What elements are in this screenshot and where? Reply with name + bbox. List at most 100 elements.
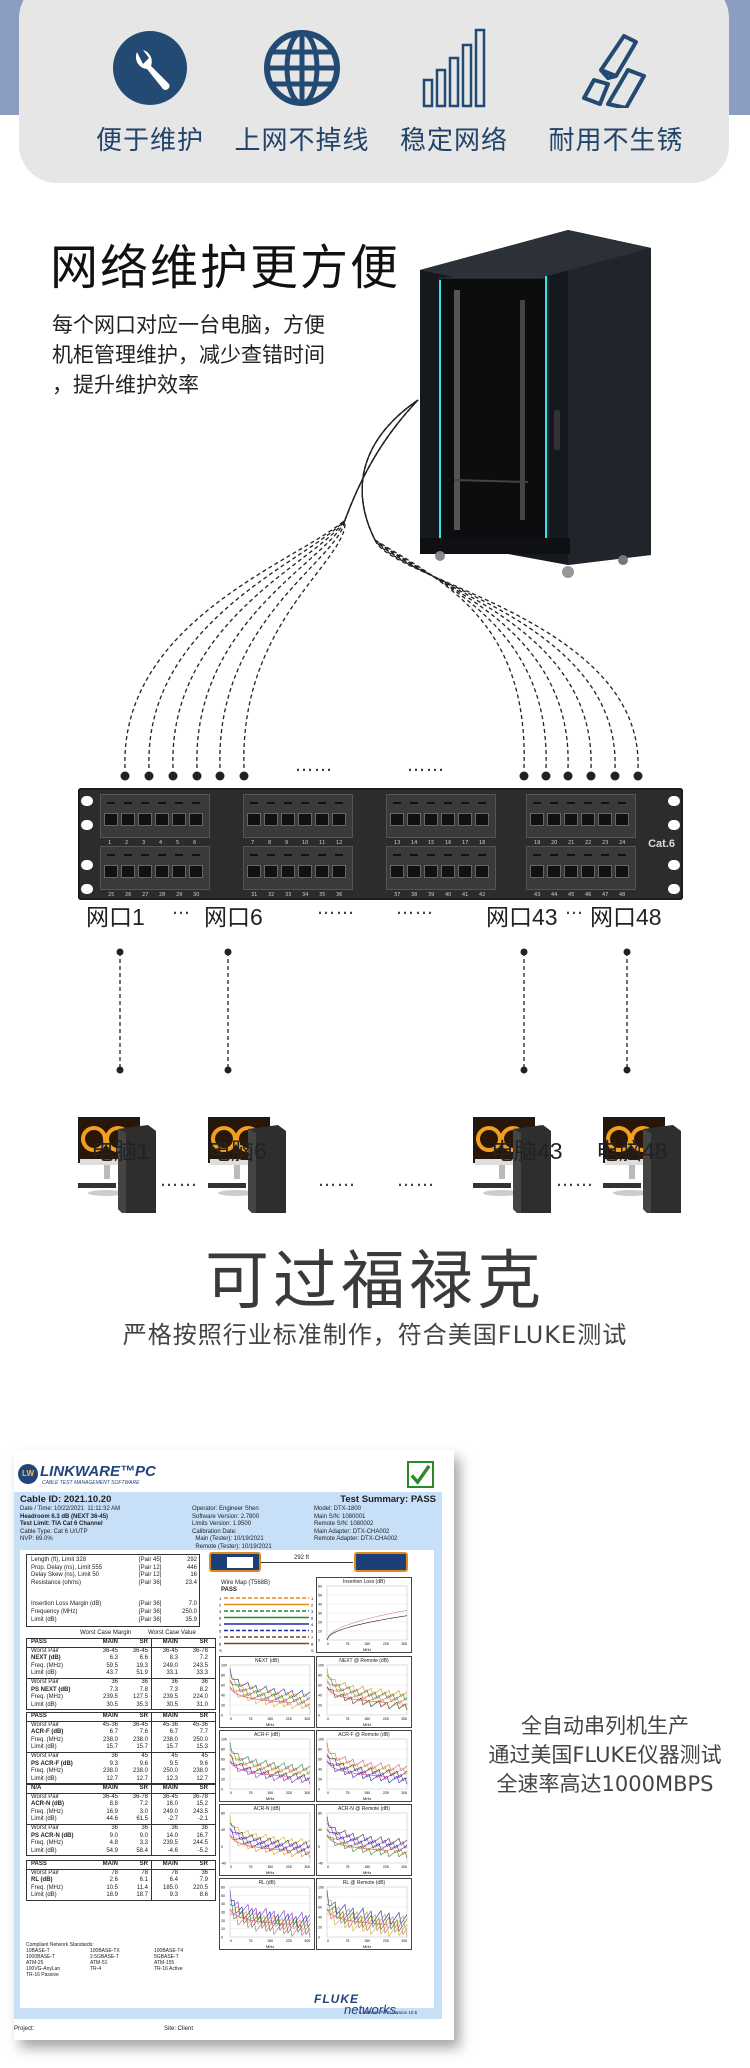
- x-tick-label: 0: [230, 1791, 232, 1795]
- port-number: 34: [302, 892, 309, 898]
- y-tick-label: 60: [221, 1684, 225, 1688]
- measurement-trace: [229, 1754, 311, 1782]
- length-cell: Limit (dB): [31, 1616, 57, 1623]
- table-cell: 10.5: [106, 1884, 118, 1891]
- table-cell: Worst Pair: [31, 1752, 59, 1759]
- table-cell: 36-45: [151, 1647, 181, 1656]
- table-cell: SR: [199, 1639, 208, 1645]
- port-number: 15: [428, 840, 435, 846]
- cat6-badge: Cat.6: [648, 838, 675, 850]
- wire-pin-label: 6: [219, 1616, 222, 1621]
- table-cell: Freq. (MHz): [31, 1694, 63, 1701]
- rj45-port: [581, 865, 595, 878]
- chart-title: ACR-N (dB): [253, 1806, 281, 1812]
- rj45-port: [424, 813, 438, 826]
- chart-title: NEXT @ Remote (dB): [339, 1658, 389, 1664]
- table-cell: 15.7: [151, 1744, 181, 1752]
- table-cell: 36: [111, 1824, 118, 1831]
- rj45-port: [332, 865, 346, 878]
- table-cell: 6.1: [139, 1877, 148, 1884]
- length-cell: Resistance (ohms): [31, 1579, 82, 1586]
- measurement-trace: [229, 1828, 311, 1856]
- port-tab: [550, 802, 558, 804]
- table-cell: 15.2: [196, 1801, 208, 1808]
- rj45-port: [547, 865, 561, 878]
- rj45-port: [407, 865, 421, 878]
- ellipsis: …: [172, 898, 191, 919]
- port-tab: [410, 854, 418, 856]
- rj45-port: [547, 813, 561, 826]
- table-cell: Freq. (MHz): [31, 1884, 63, 1891]
- table-cell: 3.3: [139, 1840, 148, 1847]
- y-tick-label: 60: [221, 1758, 225, 1762]
- table-cell: 8.6: [199, 1892, 208, 1899]
- cable-line: [172, 399, 419, 769]
- measurement-trace: [326, 1754, 408, 1782]
- measurement-trace: [229, 1748, 311, 1775]
- header-line: Cable Type: Cat 6 U/UTP: [20, 1528, 88, 1535]
- port-number: 37: [394, 892, 401, 898]
- table-cell: 12.7: [106, 1775, 118, 1782]
- x-tick-label: 0: [327, 1791, 329, 1795]
- network-standard: TR-4: [90, 1966, 102, 1972]
- wire-pin-label: 6: [311, 1616, 314, 1621]
- x-tick-label: 300: [401, 1865, 407, 1869]
- rj45-port: [598, 865, 612, 878]
- x-tick-label: 225: [383, 1791, 389, 1795]
- connection-dot: [520, 1066, 528, 1074]
- network-standard: TR-16 Active: [154, 1966, 183, 1972]
- y-tick-label: 20: [318, 1621, 322, 1625]
- rack-headline: 网络维护更方便: [50, 240, 401, 296]
- length-cell: [Pair 36]: [139, 1601, 162, 1608]
- measurement-trace: [326, 1615, 408, 1641]
- port-tab: [267, 802, 275, 804]
- x-tick-label: 300: [401, 1717, 407, 1721]
- x-tick-label: 150: [267, 1791, 273, 1795]
- test-summary: Test Summary: PASS: [340, 1494, 436, 1505]
- y-tick-label: 20: [318, 1926, 322, 1930]
- table-cell: 6.6: [139, 1655, 148, 1662]
- measurement-trace: [326, 1816, 408, 1846]
- ellipsis: ……: [397, 1170, 435, 1191]
- port-number: 20: [551, 840, 558, 846]
- measurement-trace: [326, 1668, 408, 1698]
- port-number: 40: [445, 892, 452, 898]
- desktop-computer-image: [471, 1115, 556, 1220]
- wire-pin-label: 3: [311, 1609, 314, 1614]
- table-cell: MAIN: [102, 1639, 118, 1645]
- table-cell: MAIN: [151, 1785, 181, 1793]
- table-cell: 78: [151, 1869, 181, 1878]
- port-connector-dot: [563, 771, 573, 781]
- metal-ingots-icon: [582, 34, 646, 108]
- table-cell: 249.0: [151, 1808, 181, 1817]
- table-cell: 36: [111, 1752, 118, 1759]
- measurement-trace: [326, 1829, 408, 1853]
- network-standard: 10BASE-T: [26, 1948, 50, 1954]
- cable-line: [219, 399, 419, 769]
- length-row: Delay Skew (ns), Limit 50[Pair 12]16: [27, 1572, 199, 1580]
- port-number: 5: [176, 840, 180, 846]
- rj45-port: [530, 865, 544, 878]
- port-number: 44: [551, 892, 558, 898]
- table-cell: 31.0: [196, 1701, 208, 1708]
- port-tab: [192, 802, 200, 804]
- port-tab: [318, 854, 326, 856]
- x-tick-label: 0: [327, 1642, 329, 1646]
- table-cell: 12.3: [151, 1775, 181, 1784]
- table-cell: ACR-N (dB): [31, 1801, 64, 1808]
- table-cell: Freq. (MHz): [31, 1768, 63, 1775]
- port-number: 17: [462, 840, 469, 846]
- measurement-trace: [229, 1674, 311, 1701]
- length-row: Limit (dB)[Pair 36]35.9: [27, 1617, 199, 1625]
- port-number: 26: [125, 892, 132, 898]
- table-cell: 51.9: [136, 1670, 148, 1677]
- table-cell: 238.0: [132, 1736, 148, 1743]
- header-line: Main Adapter: DTX-CHA002: [314, 1528, 390, 1535]
- port-tab: [158, 802, 166, 804]
